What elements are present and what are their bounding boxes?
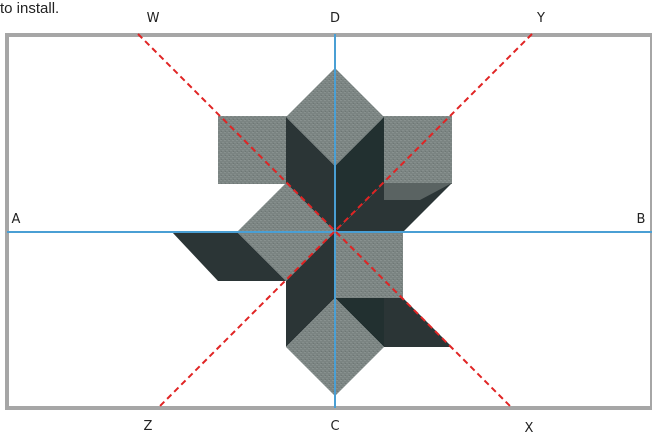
label-c: C: [330, 419, 339, 434]
room-frame: [5, 33, 652, 410]
diagonal-line-wx: [137, 33, 513, 409]
label-a: A: [12, 212, 21, 227]
tile-dark-upper-left: [286, 117, 335, 232]
label-w: W: [147, 11, 160, 26]
tile-dark-lower-left: [172, 232, 286, 281]
tile-dark-lower-center: [286, 232, 335, 347]
tile-dark-upper-right: [335, 117, 384, 232]
tile-pattern: [172, 68, 452, 396]
label-z: Z: [144, 419, 153, 434]
label-y: Y: [536, 11, 545, 26]
caption-fragment: to install.: [0, 0, 59, 17]
label-x: X: [525, 421, 534, 435]
label-d: D: [330, 11, 340, 26]
diagonal-line-yz: [157, 33, 533, 409]
tile-dark-lower-right: [384, 298, 452, 347]
label-b: B: [637, 212, 646, 227]
